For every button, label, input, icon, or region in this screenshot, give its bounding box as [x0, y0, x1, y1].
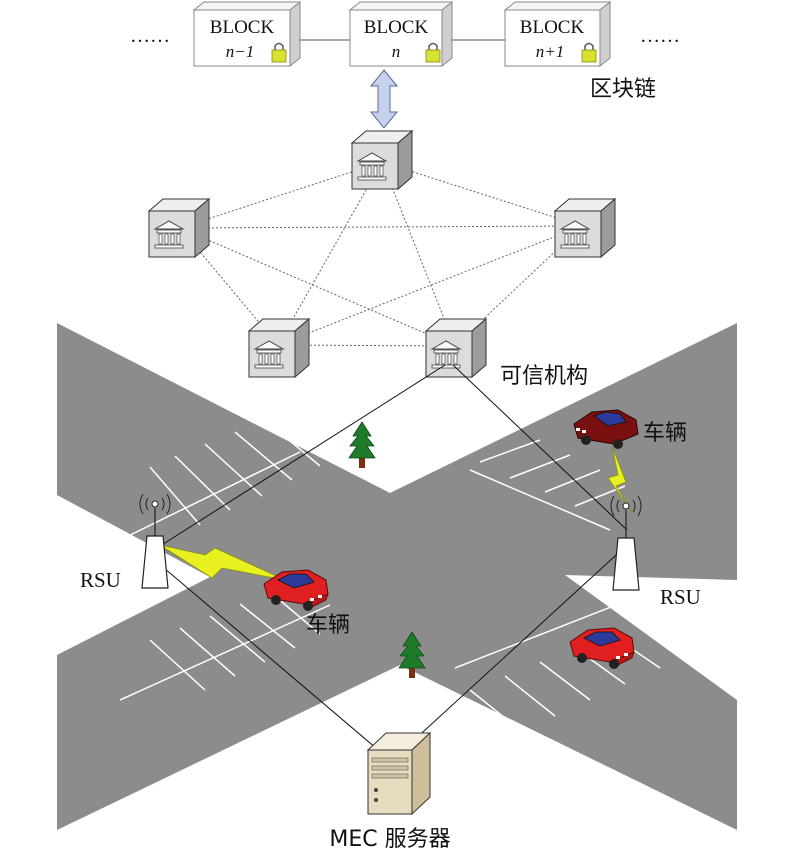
tree-icon — [348, 421, 376, 469]
blockchain: BLOCK n−1 BLOCK n BLOCK n+1 …… …… 区块链 — [130, 0, 680, 102]
trusted-node-bottom-left — [248, 318, 310, 378]
rsu-label-right: RSU — [660, 585, 701, 609]
block-n-word: BLOCK — [364, 17, 429, 38]
trusted-node-right — [554, 198, 616, 258]
double-arrow-icon — [369, 69, 399, 129]
communication-links — [156, 364, 628, 761]
ellipsis-right: …… — [640, 25, 680, 47]
ellipsis-left: …… — [130, 25, 170, 47]
block-n: BLOCK n — [348, 0, 454, 68]
trusted-authority-label: 可信机构 — [500, 364, 588, 389]
block-n-plus-1-index: n+1 — [536, 42, 564, 61]
blockchain-label: 区块链 — [590, 77, 656, 102]
block-n-index: n — [392, 42, 401, 61]
mec-server — [366, 731, 432, 816]
block-n-plus-1-word: BLOCK — [520, 17, 585, 38]
block-n-minus-1-index: n−1 — [226, 42, 254, 61]
block-n-plus-1: BLOCK n+1 — [503, 0, 612, 68]
block-n-minus-1-word: BLOCK — [210, 17, 275, 38]
rsu-label-left: RSU — [80, 568, 121, 592]
vehicle-label-left: 车辆 — [306, 613, 350, 638]
trusted-node-top — [351, 130, 413, 190]
wireless-signal-icon — [607, 445, 633, 513]
trust-network-links — [179, 161, 583, 347]
vehicle-label-right: 车辆 — [643, 421, 687, 446]
mec-server-label: MEC 服务器 — [329, 827, 450, 852]
block-n-minus-1: BLOCK n−1 — [192, 0, 302, 68]
trusted-node-left — [148, 198, 210, 258]
